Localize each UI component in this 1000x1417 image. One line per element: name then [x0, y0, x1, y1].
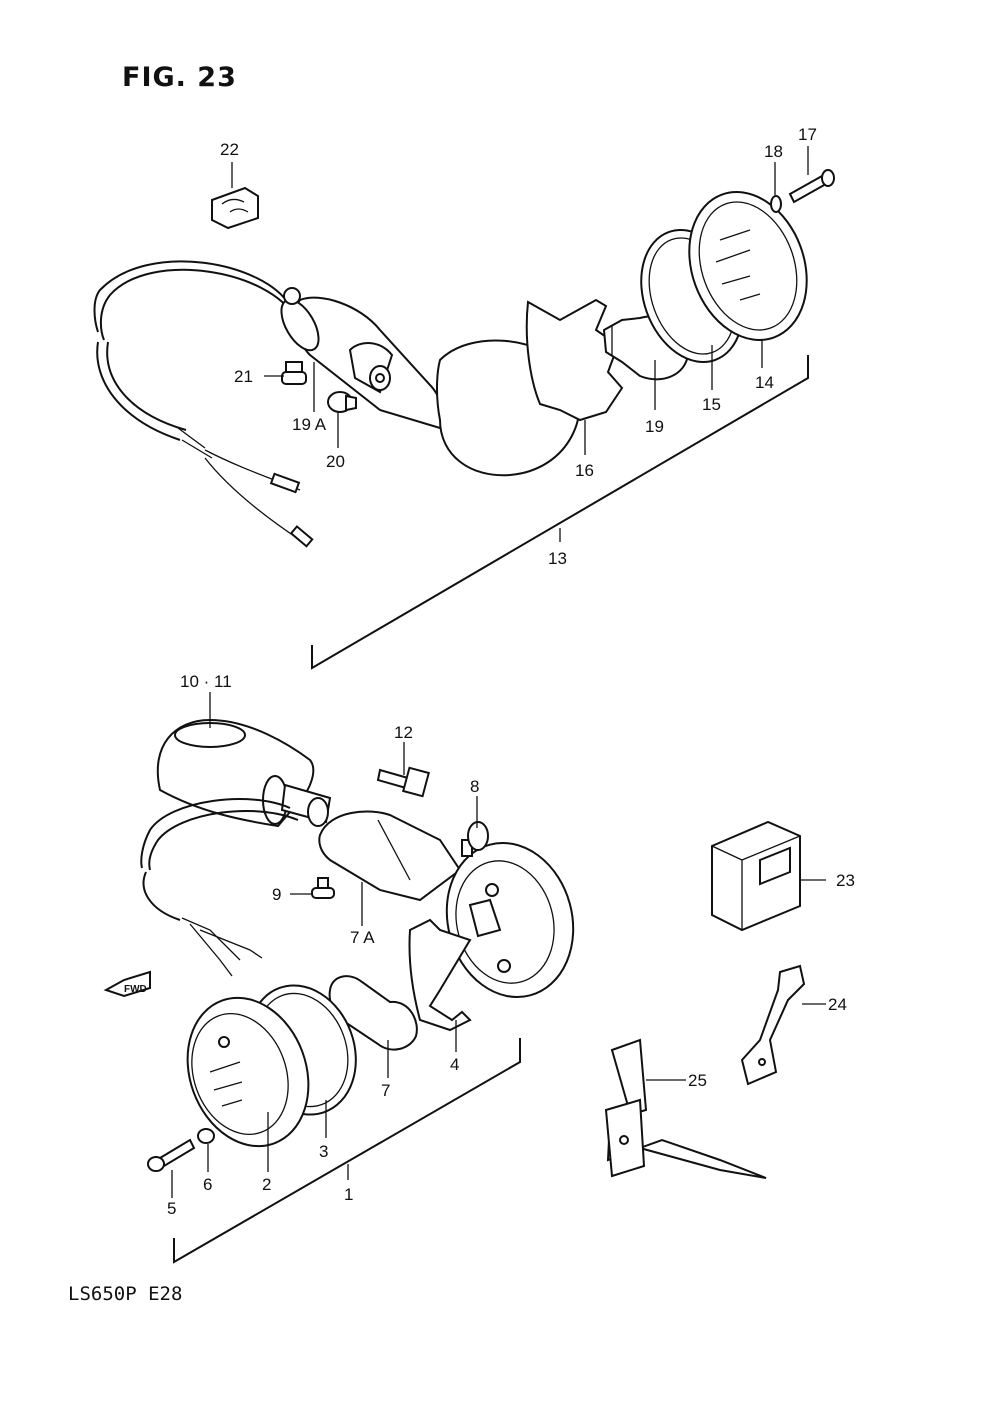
washer-6 [197, 1128, 215, 1144]
upper-leader-lines [231, 146, 809, 670]
washer-18 [770, 195, 782, 213]
callout-24: 24 [828, 995, 847, 1014]
bolt-12 [376, 766, 430, 798]
lower-leader-lines [171, 692, 826, 1264]
bracket-25 [604, 1038, 767, 1179]
model-code: LS650P E28 [68, 1283, 183, 1305]
callout-5: 5 [167, 1199, 176, 1218]
callout-3: 3 [319, 1142, 328, 1161]
callout-17: 17 [798, 125, 817, 144]
callout-13: 13 [548, 549, 567, 568]
callout-20: 20 [326, 452, 345, 471]
callout-23: 23 [836, 871, 855, 890]
callout-12: 12 [394, 723, 413, 742]
screw-21 [281, 361, 307, 385]
callout-8: 8 [470, 777, 479, 796]
upper-lens-14 [688, 191, 808, 341]
fwd-arrow: FWD [103, 970, 151, 998]
lower-lens-cup [445, 841, 575, 999]
callout-4: 4 [450, 1055, 459, 1074]
upper-signal-housing-19a [280, 287, 446, 430]
callout-19: 19 [645, 417, 664, 436]
screw-8 [461, 821, 489, 857]
callout-7a: 7 A [350, 928, 375, 947]
callout-22: 22 [220, 140, 239, 159]
callout-19a: 19 A [292, 415, 327, 434]
callout-9: 9 [272, 885, 281, 904]
mount-bracket-10-11 [156, 718, 315, 828]
screw-5 [147, 1138, 196, 1172]
lower-signal-housing-7a [318, 810, 462, 902]
figure-title: FIG. 23 [122, 62, 237, 93]
callout-14: 14 [755, 373, 774, 392]
relay-23 [711, 820, 801, 932]
callout-16: 16 [575, 461, 594, 480]
bracket-24 [740, 964, 806, 1086]
callout-2: 2 [262, 1175, 271, 1194]
screw-17 [788, 169, 835, 204]
callout-7: 7 [381, 1081, 390, 1100]
lower-bracket-4 [408, 918, 472, 1032]
lower-stem-shaft [280, 783, 332, 827]
callout-1: 1 [344, 1185, 353, 1204]
callout-labels: 22 17 18 21 19 A 20 16 19 15 14 13 10 · … [167, 125, 855, 1218]
callout-15: 15 [702, 395, 721, 414]
lower-wiring-harness [140, 798, 299, 977]
wire-clamp-part-22 [211, 186, 259, 230]
callout-6: 6 [203, 1175, 212, 1194]
screw-9 [311, 877, 335, 899]
fwd-label: FWD [124, 984, 147, 995]
callout-25: 25 [688, 1071, 707, 1090]
lower-lens-2 [186, 996, 310, 1148]
upper-bracket-16 [525, 298, 624, 422]
callout-21: 21 [234, 367, 253, 386]
upper-wiring-harness [93, 260, 314, 548]
screw-20 [327, 391, 357, 413]
callout-10-11: 10 · 11 [180, 672, 232, 691]
callout-18: 18 [764, 142, 783, 161]
